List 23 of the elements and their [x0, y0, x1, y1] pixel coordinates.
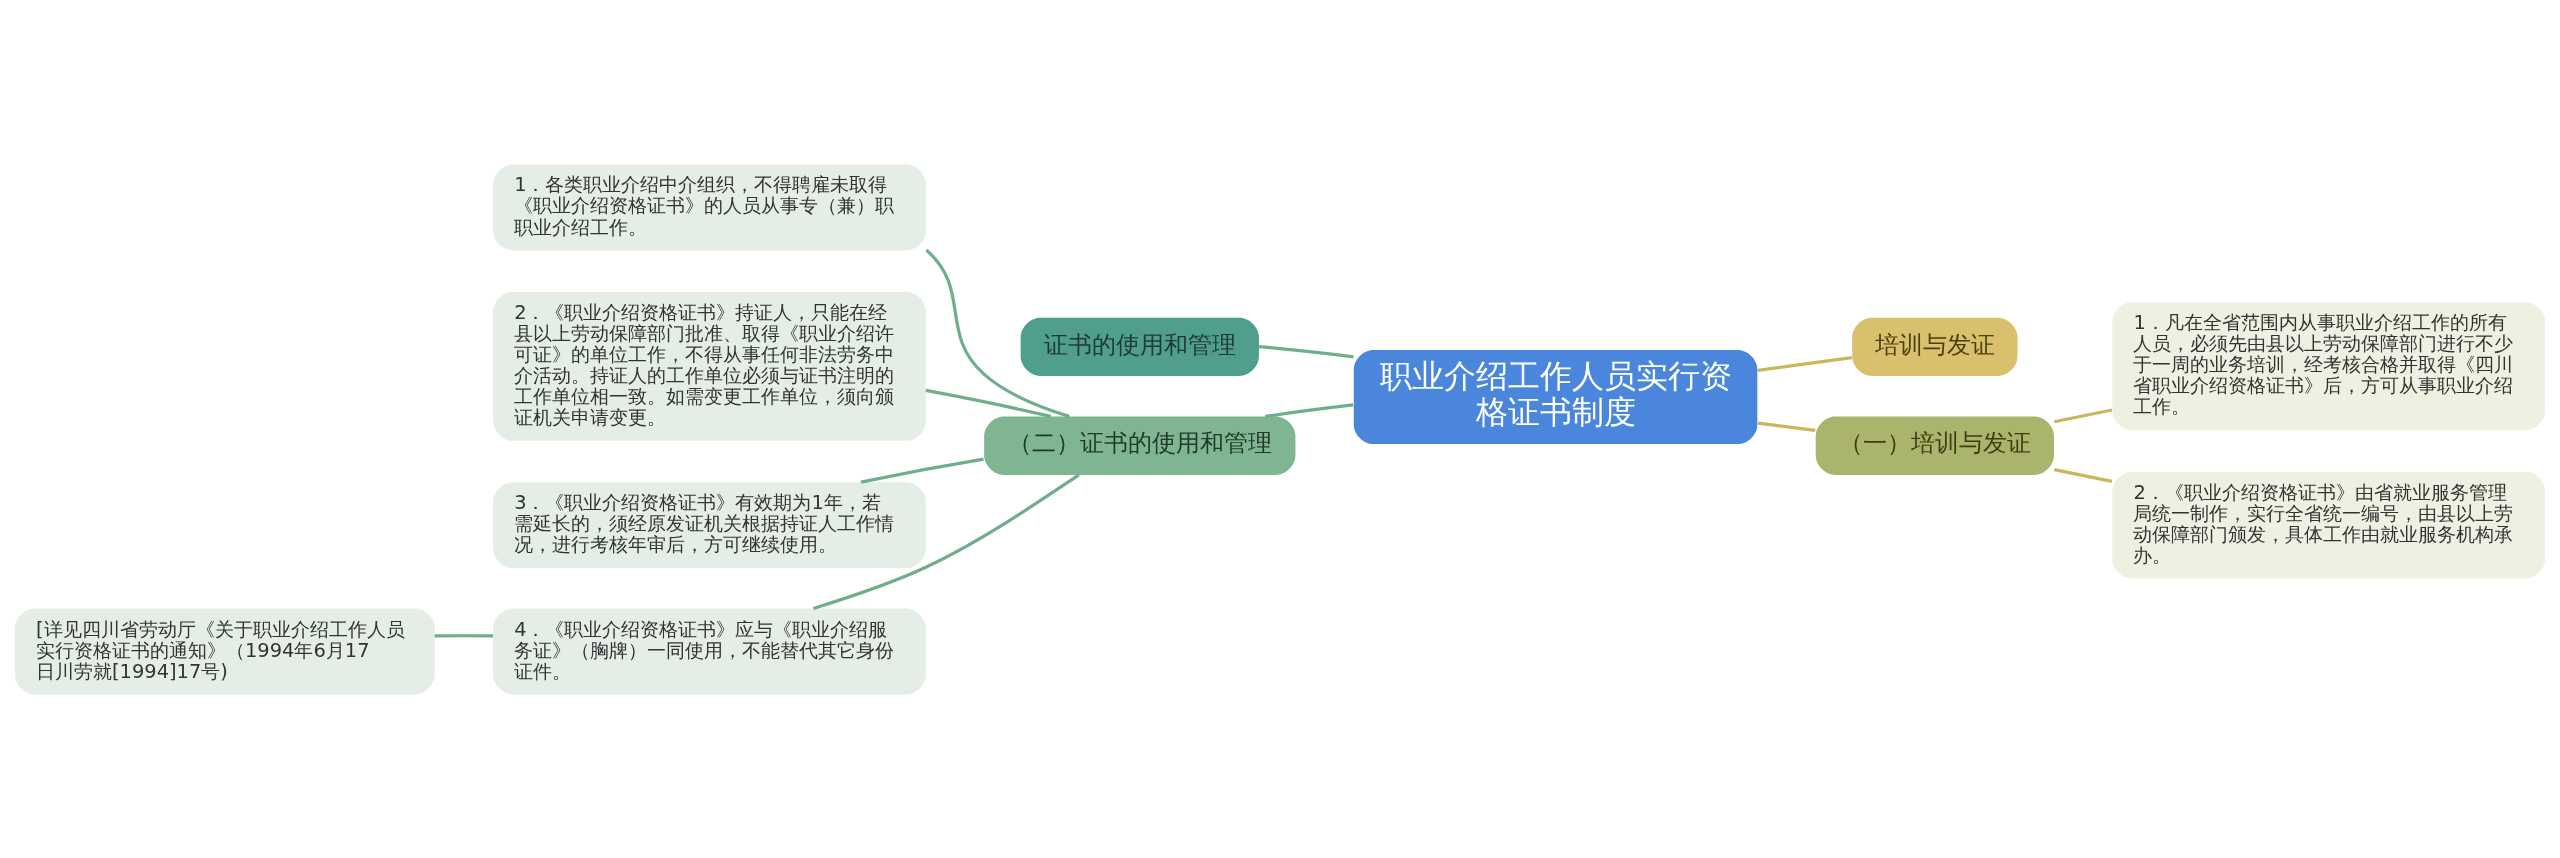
connector: [812, 473, 1080, 610]
node-box: 3．《职业介绍资格证书》有效期为1年，若需延长的，须经原发证机关根据持证人工作情况，进行考核年审后，方可继续使用。: [493, 481, 926, 568]
node-box: 1．各类职业介绍中介组织，不得聘雇未取得《职业介绍资格证书》的人员从事专（兼）职职业介绍工作。: [493, 164, 926, 250]
node-box: [详见四川省劳动厅《关于职业介绍工作人员实行资格证书的通知》（1994年6月17日川劳就[1994]17号): [14, 608, 435, 694]
connector: [1264, 402, 1354, 418]
node-box: 证书的使用和管理: [1020, 317, 1259, 376]
node-box: 1．凡在全省范围内从事职业介绍工作的所有人员，必须先由县以上劳动保障部门进行不少于一周的业务培训，经考核合格并取得《四川省职业介绍资格证书》后，方可从事职业介绍工作。: [2112, 301, 2546, 430]
node-box: 培训与发证: [1852, 317, 2018, 376]
connector: [1757, 355, 1853, 372]
node-box: 职业介绍工作人员实行资格证书制度: [1353, 349, 1758, 444]
node-box: 2．《职业介绍资格证书》由省就业服务管理局统一制作，实行全省统一编号，由县以上劳动保障部门颁发，具体工作由就业服务机构承办。: [2112, 471, 2546, 579]
connector: [2053, 407, 2113, 423]
node-box: （二）证书的使用和管理: [984, 416, 1296, 475]
node-box: 4．《职业介绍资格证书》应与《职业介绍服务证》（胸牌）一同使用，不能替代其它身份证件。: [493, 608, 926, 694]
connector: [1757, 420, 1816, 432]
connector: [925, 388, 1052, 418]
connector: [1258, 344, 1354, 358]
connector: [925, 248, 1070, 418]
connector: [434, 633, 494, 637]
connector: [2053, 467, 2113, 483]
node-box: （一）培训与发证: [1815, 416, 2054, 475]
node-box: 2．《职业介绍资格证书》持证人，只能在经县以上劳动保障部门批准、取得《职业介绍许可证》的单位工作，不得从事任何非法劳务中介活动。持证人的工作单位必须与证书注明的工作单位相一致。如需变更工作单位，须向颁证机关申请变更。: [493, 291, 926, 441]
connector: [860, 457, 984, 484]
